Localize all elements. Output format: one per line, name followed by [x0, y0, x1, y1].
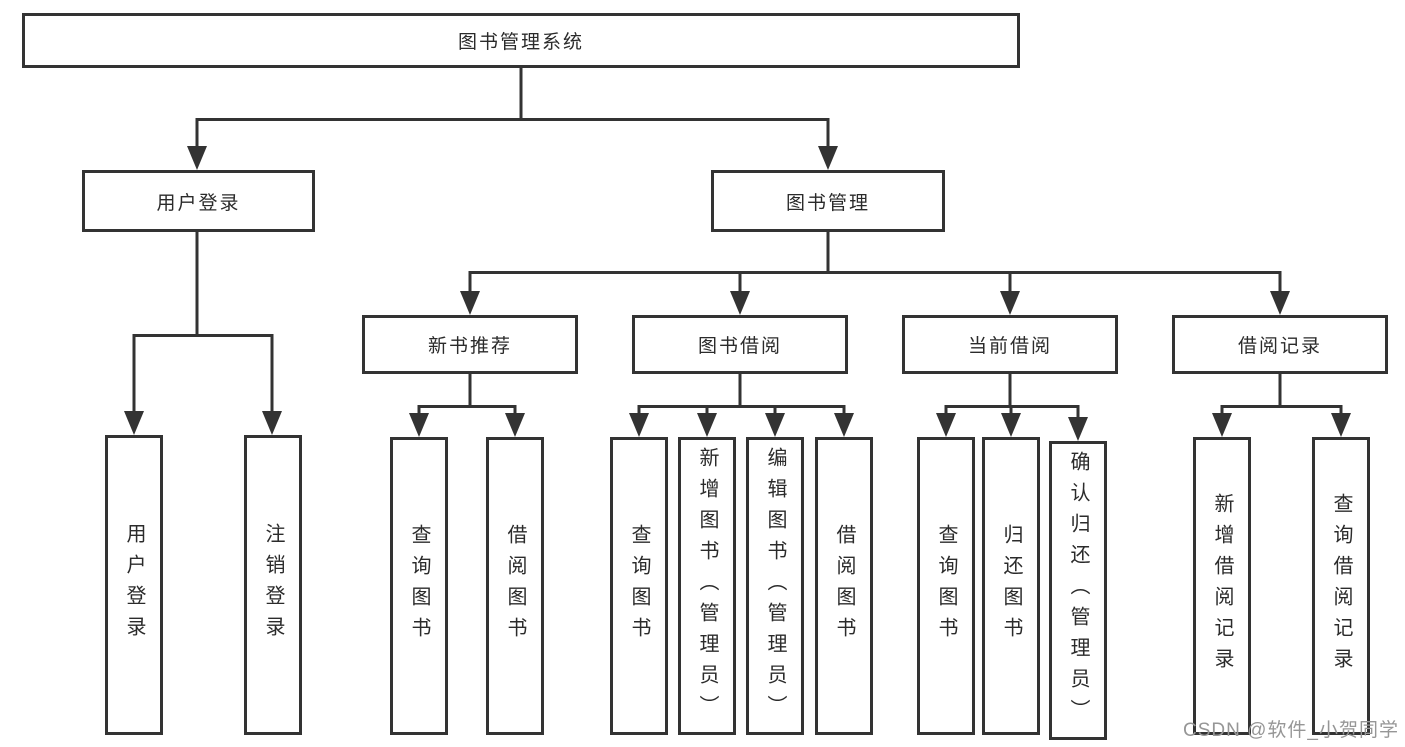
leaf-confirm-return-admin: 确认归还（管理员） — [1049, 441, 1107, 740]
node-borrowing-records: 借阅记录 — [1172, 315, 1388, 374]
leaf-query-book-current-label: 查询图书 — [935, 524, 957, 648]
node-current-borrowing: 当前借阅 — [902, 315, 1118, 374]
node-root: 图书管理系统 — [22, 13, 1020, 68]
leaf-user-login: 用户登录 — [105, 435, 163, 735]
watermark: CSDN @软件_小贺同学 — [1183, 720, 1399, 741]
node-root-label: 图书管理系统 — [457, 32, 584, 53]
leaf-borrow-book-recommend-label: 借阅图书 — [504, 524, 526, 648]
leaf-user-login-label: 用户登录 — [123, 523, 145, 647]
leaf-query-borrow-record: 查询借阅记录 — [1312, 437, 1370, 735]
leaf-logout-label: 注销登录 — [262, 523, 284, 647]
leaf-return-book: 归还图书 — [982, 437, 1040, 735]
node-book-management-label: 图书管理 — [785, 192, 870, 214]
leaf-add-borrow-record: 新增借阅记录 — [1193, 437, 1251, 735]
leaf-return-book-label: 归还图书 — [1000, 524, 1022, 648]
node-book-borrowing-label: 图书借阅 — [697, 336, 782, 357]
leaf-confirm-return-admin-label: 确认归还（管理员） — [1067, 451, 1089, 730]
leaf-borrow-book-label: 借阅图书 — [833, 524, 855, 648]
leaf-logout: 注销登录 — [244, 435, 302, 735]
leaf-query-book-recommend: 查询图书 — [390, 437, 448, 735]
leaf-query-book-current: 查询图书 — [917, 437, 975, 735]
leaf-add-book-admin: 新增图书（管理员） — [678, 437, 736, 735]
node-new-book-recommend: 新书推荐 — [362, 315, 578, 374]
leaf-edit-book-admin-label: 编辑图书（管理员） — [764, 446, 786, 726]
node-current-borrowing-label: 当前借阅 — [967, 336, 1052, 357]
node-new-book-recommend-label: 新书推荐 — [427, 336, 512, 357]
leaf-borrow-book: 借阅图书 — [815, 437, 873, 735]
leaf-query-book-recommend-label: 查询图书 — [408, 524, 430, 648]
leaf-add-book-admin-label: 新增图书（管理员） — [696, 446, 718, 726]
node-book-management: 图书管理 — [711, 170, 945, 232]
leaf-add-borrow-record-label: 新增借阅记录 — [1211, 493, 1233, 679]
leaf-query-book-borrowing: 查询图书 — [610, 437, 668, 735]
node-borrowing-records-label: 借阅记录 — [1237, 336, 1322, 357]
node-user-login: 用户登录 — [82, 170, 315, 232]
leaf-query-book-borrowing-label: 查询图书 — [628, 524, 650, 648]
node-user-login-label: 用户登录 — [156, 192, 241, 214]
leaf-query-borrow-record-label: 查询借阅记录 — [1330, 493, 1352, 679]
node-book-borrowing: 图书借阅 — [632, 315, 848, 374]
leaf-borrow-book-recommend: 借阅图书 — [486, 437, 544, 735]
leaf-edit-book-admin: 编辑图书（管理员） — [746, 437, 804, 735]
